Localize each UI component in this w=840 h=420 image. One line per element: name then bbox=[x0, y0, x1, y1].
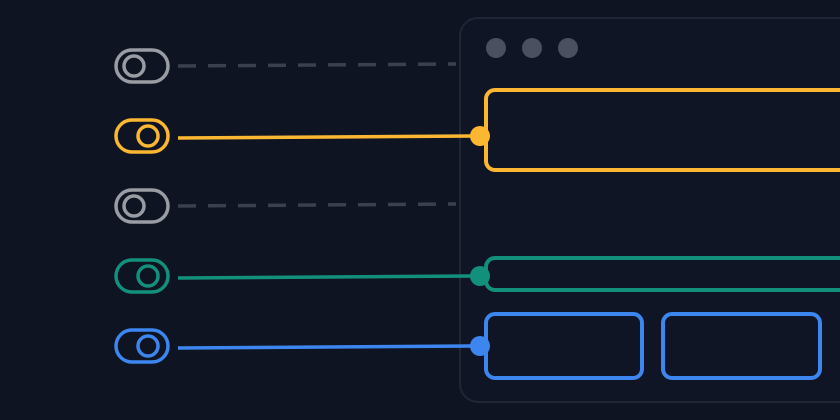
toggle-5-knob[interactable] bbox=[136, 334, 160, 358]
window-dot-1 bbox=[486, 38, 506, 58]
connector-3-dashed bbox=[177, 202, 457, 208]
toggle-4[interactable] bbox=[114, 258, 170, 294]
card-right bbox=[661, 312, 822, 380]
toggle-4-track[interactable] bbox=[114, 258, 170, 294]
connector-4 bbox=[177, 274, 473, 280]
toggle-2-track[interactable] bbox=[114, 118, 170, 154]
connector-2 bbox=[177, 134, 473, 140]
toggle-2[interactable] bbox=[114, 118, 170, 154]
connector-node-2 bbox=[470, 126, 490, 146]
toggle-3-track[interactable] bbox=[114, 188, 170, 224]
window-dot-2 bbox=[522, 38, 542, 58]
connector-node-4 bbox=[470, 266, 490, 286]
toggle-5-track[interactable] bbox=[114, 328, 170, 364]
toggle-5[interactable] bbox=[114, 328, 170, 364]
toggle-1-knob[interactable] bbox=[122, 54, 146, 78]
toggle-3-knob[interactable] bbox=[122, 194, 146, 218]
browser-window-frame bbox=[459, 17, 840, 403]
toggle-2-knob[interactable] bbox=[136, 124, 160, 148]
browser-window bbox=[459, 17, 840, 403]
toggle-1-track[interactable] bbox=[114, 48, 170, 84]
connector-5 bbox=[177, 344, 473, 350]
connector-node-5 bbox=[470, 336, 490, 356]
connector-1-dashed bbox=[177, 62, 457, 68]
toggle-3[interactable] bbox=[114, 188, 170, 224]
toggle-4-knob[interactable] bbox=[136, 264, 160, 288]
window-dot-3 bbox=[558, 38, 578, 58]
toggle-1[interactable] bbox=[114, 48, 170, 84]
